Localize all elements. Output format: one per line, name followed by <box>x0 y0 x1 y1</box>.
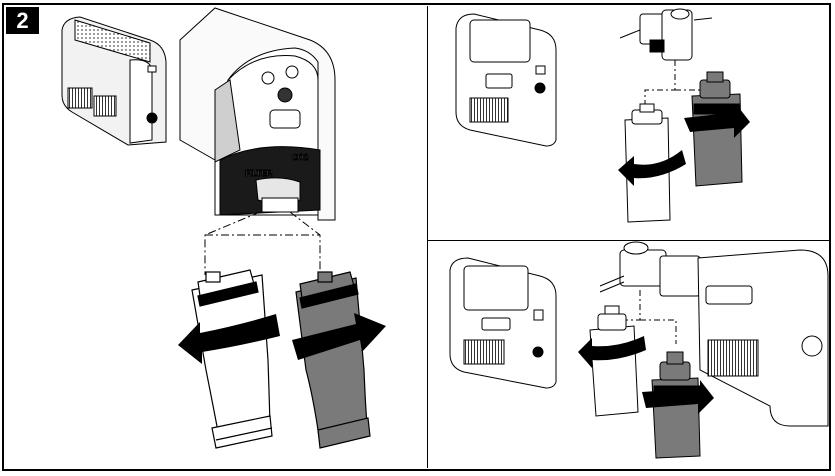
filter-cartridge-gray <box>295 271 371 449</box>
filter-head-bottom <box>599 241 701 297</box>
appliance-large-partial <box>697 249 829 427</box>
panel-divider-vertical <box>427 6 428 468</box>
filter-cartridge-white <box>191 269 273 449</box>
appliance-small-bottom <box>449 257 557 389</box>
co2-label: CO2 <box>292 153 309 162</box>
rotate-right-arrow-top <box>684 104 750 138</box>
rotate-left-arrow-top <box>618 150 686 186</box>
filter-cartridge-white-bottom <box>589 305 639 417</box>
filter-label: FILTER <box>245 169 273 178</box>
alignment-guides-bottom <box>612 290 677 344</box>
rotate-left-arrow <box>178 314 280 364</box>
rotate-right-arrow-bottom <box>642 380 714 414</box>
alignment-guides-left <box>204 211 321 275</box>
appliance-open-cabinet: FILTER CO2 <box>179 7 336 221</box>
filter-head-top <box>619 8 713 61</box>
rotate-right-arrow <box>292 313 386 360</box>
appliance-overview-icon <box>61 16 167 146</box>
appliance-small-top <box>455 13 557 147</box>
panel-divider-horizontal <box>428 240 829 241</box>
figure-frame <box>2 3 831 471</box>
step-number-badge: 2 <box>6 7 39 34</box>
rotate-left-arrow-bottom <box>578 336 646 368</box>
